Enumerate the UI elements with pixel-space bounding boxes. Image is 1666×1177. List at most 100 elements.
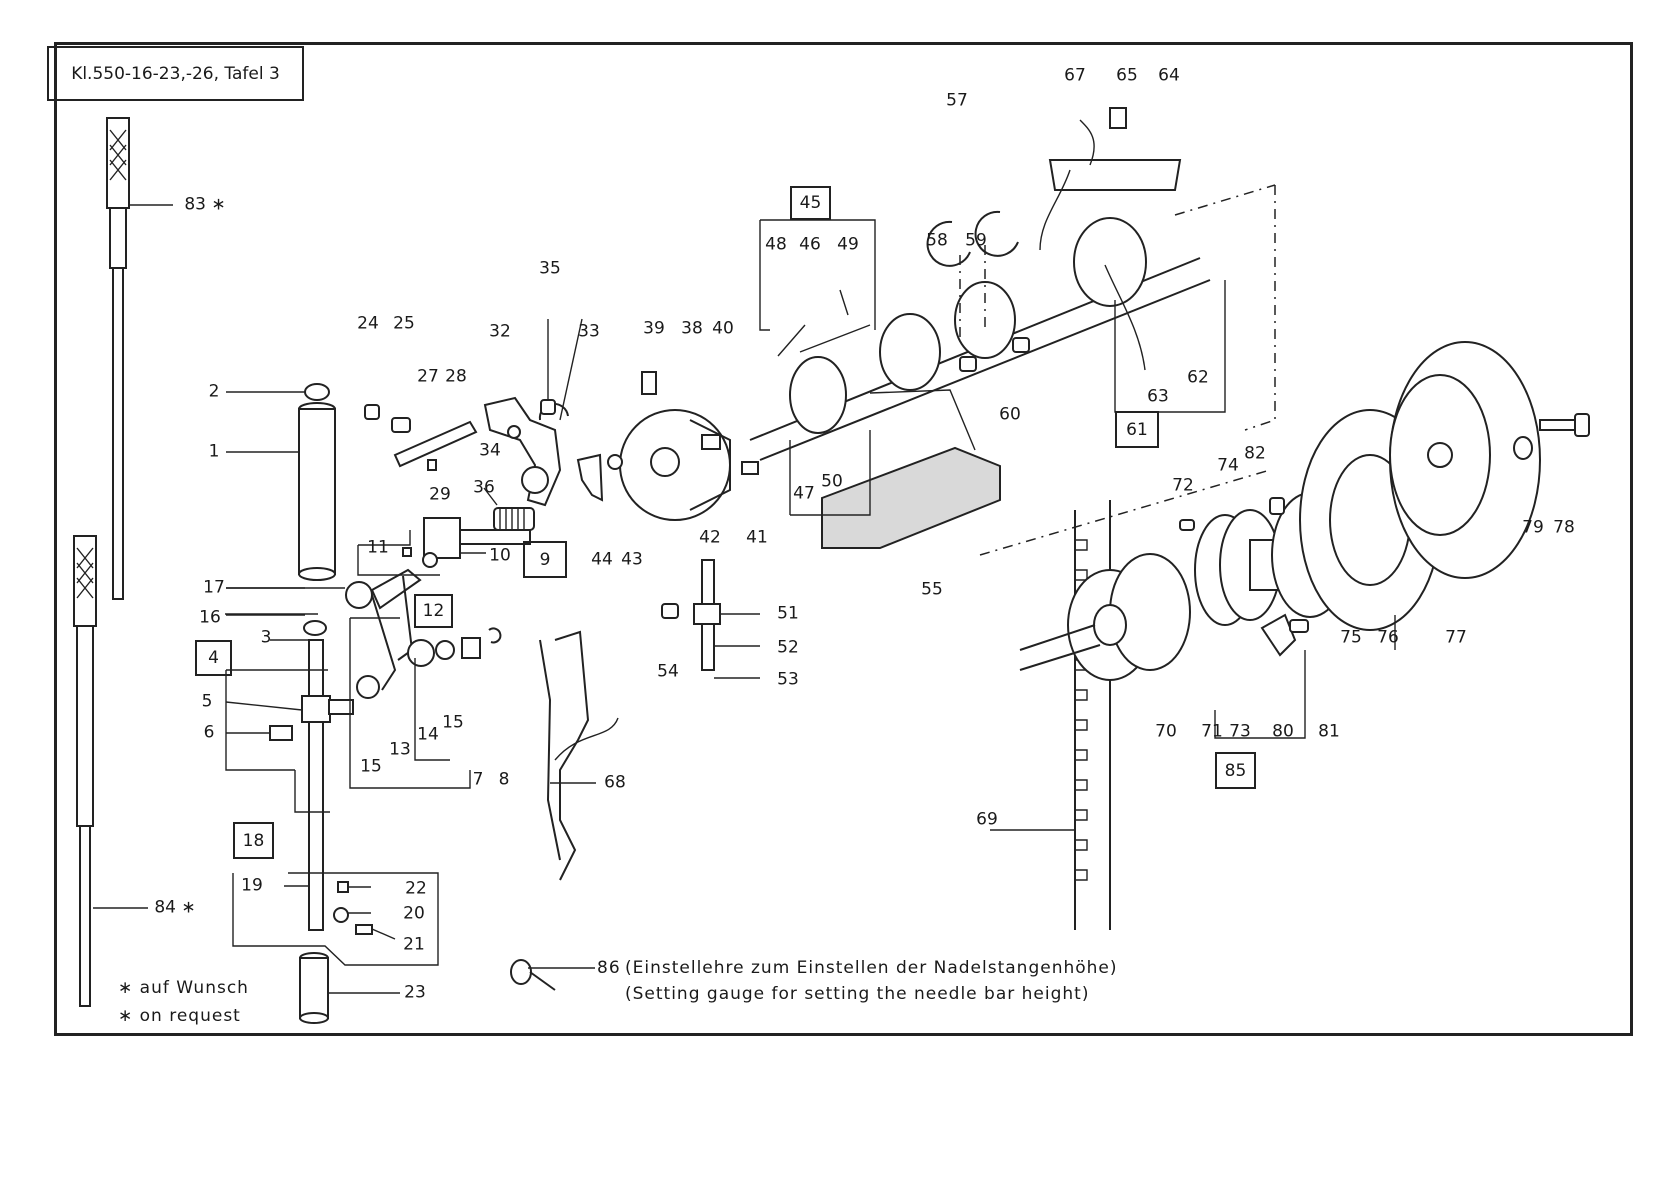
part-label-83: 83 ∗ [184,194,226,215]
connecting-link-illustration [225,568,502,699]
toothed-pulley-70-illustration [1019,553,1191,681]
bushing-1-illustration [226,383,336,581]
assembly-85-bracket [1214,615,1396,739]
part-label-54: 54 [657,661,679,682]
assembly-4-bracket [225,669,330,813]
assembly-9-bracket [357,530,440,576]
part-label-40: 40 [712,318,734,339]
part-label-71: 71 [1201,721,1223,742]
part-label-47: 47 [793,483,815,504]
part-label-70: 70 [1155,721,1177,742]
part-label-23: 23 [404,982,426,1003]
assembly-18-bracket [232,872,439,966]
part-label-32: 32 [489,321,511,342]
part-label-17: 17 [203,577,225,598]
drawing-frame [54,42,1633,1036]
assembly-12-bracket [349,617,471,789]
part-label-49: 49 [837,234,859,255]
part-label-42: 42 [699,527,721,548]
part-label-68: 68 [604,772,626,793]
part-label-67: 67 [1064,65,1086,86]
bed-block-55-illustration [821,389,1001,549]
assembly-61-bracket [1114,280,1226,413]
needle-clamp-parts-illustration [333,881,396,940]
part-label-51: 51 [777,603,799,624]
part-label-59: 59 [965,230,987,251]
part-label-15a: 15 [360,756,382,777]
part-label-15b: 15 [442,712,464,733]
gauge-note-german: (Einstellehre zum Einstellen der Nadelst… [625,958,1118,978]
assembly-box-45: 45 [790,186,831,220]
part-label-20: 20 [403,903,425,924]
part-label-29: 29 [429,484,451,505]
rod-83-illustration [106,117,173,600]
part-label-80: 80 [1272,721,1294,742]
part-label-46: 46 [799,234,821,255]
gauge-note-english: (Setting gauge for setting the needle ba… [625,984,1090,1004]
part-label-2: 2 [208,381,220,402]
handwheel-77-illustration [1389,341,1541,579]
part-label-52: 52 [777,637,799,658]
part-label-48: 48 [765,234,787,255]
part-label-25: 25 [393,313,415,334]
cam-38-illustration [576,371,759,521]
part-label-78: 78 [1553,517,1575,538]
part-label-5: 5 [201,691,213,712]
part-label-41: 41 [746,527,768,548]
assembly-box-18: 18 [233,822,274,859]
part-label-11: 11 [367,537,389,558]
part-label-35: 35 [539,258,561,279]
part-label-43: 43 [621,549,643,570]
part-label-28: 28 [445,366,467,387]
part-label-57: 57 [946,90,968,111]
part-label-38: 38 [681,318,703,339]
clamp-64-illustration [1039,107,1182,251]
assembly-45-bracket [759,219,876,516]
part-label-75: 75 [1340,627,1362,648]
part-label-73: 73 [1229,721,1251,742]
part-label-74: 74 [1217,455,1239,476]
part-label-65: 65 [1116,65,1138,86]
part-label-60: 60 [999,404,1021,425]
part-label-77: 77 [1445,627,1467,648]
assembly-box-4: 4 [195,640,232,676]
legend-on-request: ∗ on request [118,1006,241,1026]
part-label-62: 62 [1187,367,1209,388]
part-label-81: 81 [1318,721,1340,742]
part-label-13: 13 [389,739,411,760]
bracket-80-illustration [1260,613,1309,657]
sensor-cable-63-illustration [1104,184,1276,431]
sheet-title: Kl.550-16-23,-26, Tafel 3 [47,46,304,101]
part-label-44: 44 [591,549,613,570]
assembly-box-85: 85 [1215,752,1256,789]
part-label-34: 34 [479,440,501,461]
part-label-7: 7 [472,769,484,790]
part-label-8: 8 [498,769,510,790]
assembly-85-outline [979,469,1271,556]
part-label-33: 33 [578,321,600,342]
part-label-55: 55 [921,579,943,600]
part-label-6: 6 [203,722,215,743]
part-label-82: 82 [1244,443,1266,464]
belt-69-illustration [990,500,1111,930]
part-label-24: 24 [357,313,379,334]
part-label-84: 84 ∗ [154,897,196,918]
retaining-rings-57-illustration [926,210,1019,340]
part-label-14: 14 [417,724,439,745]
part-label-53: 53 [777,669,799,690]
eccentric-assembly-illustration [364,318,583,507]
screw-78-illustration [1513,413,1590,460]
part-label-69: 69 [976,809,998,830]
part-label-39: 39 [643,318,665,339]
rod-84-illustration [73,535,148,1007]
part-label-79: 79 [1522,517,1544,538]
bearing-36-illustration [483,487,535,531]
part-label-50: 50 [821,471,843,492]
assembly-box-61: 61 [1115,411,1159,448]
gauge-note-number: 86 [597,958,621,978]
thread-lever-51-illustration [661,559,760,679]
assembly-box-12: 12 [414,594,453,628]
part-label-22: 22 [405,878,427,899]
part-label-76: 76 [1377,627,1399,648]
part-label-63: 63 [1147,386,1169,407]
